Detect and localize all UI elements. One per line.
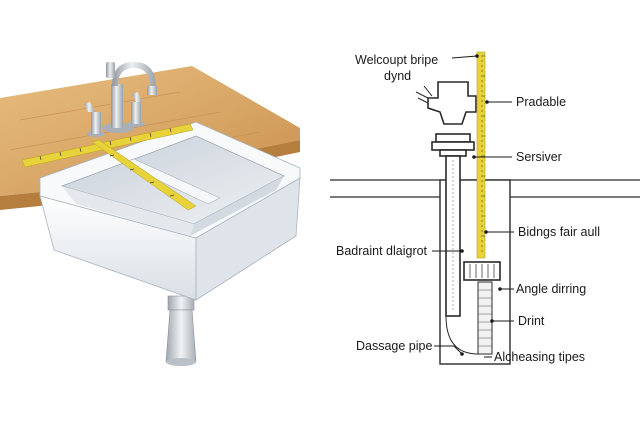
sink-illustration (0, 62, 301, 366)
label-welcoupt-line1: Welcoupt bripe (355, 53, 438, 67)
measuring-tape-strip (476, 51, 486, 259)
label-angle: Angle dirring (516, 282, 586, 296)
plumbing-diagram: Welcoupt bripe dynd Pradable Sersiver Bi… (330, 51, 640, 365)
leader-lines (423, 54, 514, 358)
label-badraint: Badraint dlaigrot (336, 244, 428, 258)
sink-basin-icon (39, 121, 301, 301)
label-drint: Drint (518, 314, 545, 328)
label-dassage: Dassage pipe (356, 339, 432, 353)
label-welcoupt-line2: dynd (384, 69, 411, 83)
valve-body (415, 81, 477, 157)
angle-fitting (463, 261, 501, 281)
label-alcheasing: Alcheasing tipes (494, 350, 585, 364)
label-sersiver: Sersiver (516, 150, 562, 164)
vertical-pipe (445, 155, 461, 317)
drain-threads (445, 281, 493, 355)
drain-tailpiece-icon (165, 295, 197, 366)
faucet-icon (84, 62, 157, 137)
label-bidngs: Bidngs fair aull (518, 225, 600, 239)
label-pradable: Pradable (516, 95, 566, 109)
measuring-tape-icon (21, 123, 197, 211)
diagram-labels: Welcoupt bripe dynd Pradable Sersiver Bi… (336, 53, 600, 364)
